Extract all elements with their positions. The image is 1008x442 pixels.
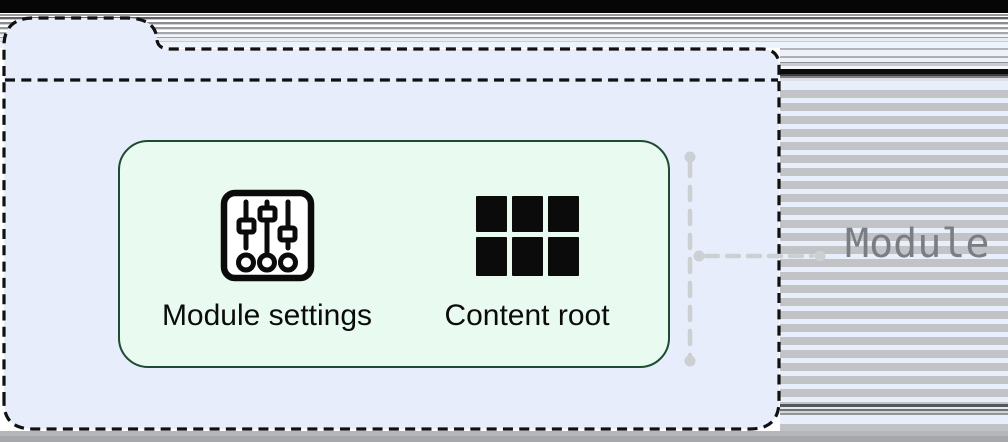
module-callout-label: Module [845,221,990,267]
content-root-label: Content root [444,299,610,332]
module-callout-line [693,250,826,262]
glitch-stripes-right [780,90,1008,404]
content-root-item: Content root [398,189,656,333]
glitch-black-band [0,0,1008,13]
sliders-icon [138,189,396,282]
glitch-stripes-right-lower [780,404,1008,431]
grid-icon [398,189,656,282]
module-settings-item: Module settings [138,189,396,333]
glitch-stripes-top [0,13,1008,48]
glitch-stripes-bottom [0,431,1008,442]
module-settings-label: Module settings [161,299,373,332]
height-measure-line [684,151,696,367]
glitch-stripes-right-upper [780,48,1008,90]
module-box: Module settings Content root [118,140,670,368]
